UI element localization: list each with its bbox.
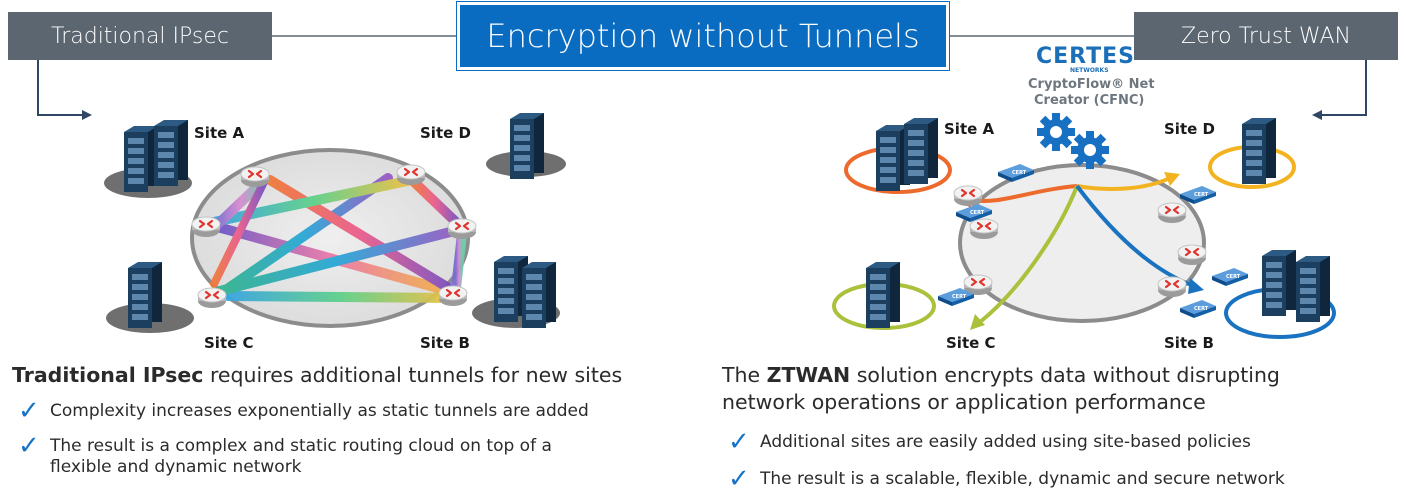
server-rack-icon	[1262, 250, 1296, 316]
gear-icon	[1071, 131, 1109, 169]
check-icon: ✓	[18, 396, 40, 426]
server-rack-icon	[1296, 256, 1330, 322]
cfnc-line2: Creator (CFNC)	[1034, 93, 1144, 108]
right-site-b-label: Site B	[1164, 334, 1214, 352]
encryption-device-icon	[1180, 300, 1216, 318]
right-site-a-label: Site A	[944, 120, 995, 138]
server-rack-icon	[510, 113, 544, 179]
server-rack-icon	[1242, 118, 1276, 184]
left-connector-arrow	[37, 60, 82, 116]
left-description: Traditional IPsec requires additional tu…	[12, 362, 652, 478]
check-icon: ✓	[18, 431, 40, 461]
left-site-c-label: Site C	[204, 334, 254, 352]
left-site-b-label: Site B	[420, 334, 470, 352]
check-icon: ✓	[728, 427, 750, 457]
right-site-d-label: Site D	[1164, 120, 1215, 138]
server-rack-icon	[128, 262, 162, 328]
left-site-a-label: Site A	[194, 124, 245, 142]
right-description: The ZTWAN solution encrypts data without…	[722, 362, 1402, 494]
left-bullet-2: ✓The result is a complex and static rout…	[18, 431, 552, 477]
right-site-c-label: Site C	[946, 334, 996, 352]
page-title: Encryption without Tunnels	[460, 5, 946, 67]
server-rack-icon	[866, 262, 900, 328]
check-icon: ✓	[728, 464, 750, 494]
gear-icon	[1037, 113, 1075, 151]
traditional-ipsec-label: Traditional IPsec	[8, 12, 272, 60]
right-bullet-2: ✓The result is a scalable, flexible, dyn…	[728, 464, 1285, 494]
server-rack-icon	[154, 120, 188, 186]
server-rack-icon	[124, 126, 158, 192]
encryption-device-icon	[1212, 268, 1248, 286]
right-connector-arrow	[1322, 60, 1367, 116]
certes-logo-sub: NETWORKS	[1070, 67, 1109, 74]
right-network-diagram: CERTES NETWORKS CryptoFlow® Net Creator …	[832, 44, 1336, 352]
server-rack-icon	[904, 118, 938, 184]
zero-trust-wan-label: Zero Trust WAN	[1134, 12, 1398, 60]
left-bullet-1: ✓Complexity increases exponentially as s…	[18, 396, 589, 426]
left-network-diagram: Site A Site D Site C Site B	[104, 113, 566, 352]
server-rack-icon	[522, 262, 556, 328]
certes-logo: CERTES	[1036, 44, 1135, 69]
left-heading: Traditional IPsec requires additional tu…	[12, 363, 623, 387]
right-heading: The ZTWAN solution encrypts data without…	[722, 363, 1280, 414]
cfnc-line1: CryptoFlow® Net	[1028, 77, 1155, 92]
left-site-d-label: Site D	[420, 124, 471, 142]
right-bullet-1: ✓Additional sites are easily added using…	[728, 427, 1251, 457]
